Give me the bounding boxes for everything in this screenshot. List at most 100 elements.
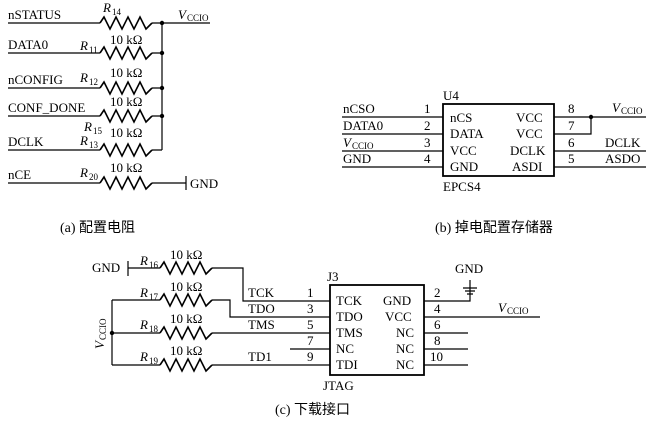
vccio-label-b: V — [612, 100, 622, 115]
ref-r17: R — [139, 285, 148, 300]
junction-dot — [159, 113, 165, 119]
ref-r18: R — [139, 317, 148, 332]
caption-a: (a) 配置电阻 — [60, 220, 135, 236]
pin-name-vcc: VCC — [385, 309, 412, 324]
ref-r11: R — [79, 38, 88, 53]
connector-body-jtag — [329, 284, 425, 376]
wires-left-b — [342, 116, 443, 168]
value-r12: 10 kΩ — [110, 65, 142, 80]
ref-r20: R — [79, 165, 88, 180]
pin-name-nc-8: NC — [396, 341, 414, 356]
chip-body-epcs4 — [442, 103, 555, 177]
resistor-r19 — [159, 357, 213, 373]
net-vccio-sub: CCIO — [352, 141, 374, 151]
junction-dot — [588, 114, 594, 120]
vccio-label-a: V — [178, 7, 188, 22]
connector-name-jtag: JTAG — [323, 378, 354, 393]
pin-name-data: DATA — [450, 126, 484, 141]
resistor-r14 — [99, 15, 153, 31]
pin-num-5: 5 — [307, 317, 314, 332]
pin-name-nc-10: NC — [396, 357, 414, 372]
gnd-label-c-top: GND — [455, 261, 483, 276]
pin-num-4: 4 — [424, 151, 431, 166]
ref-r17-sub: 17 — [149, 292, 159, 302]
ref-r16-sub: 16 — [149, 260, 159, 270]
ref-r19: R — [139, 349, 148, 364]
net-data0: DATA0 — [343, 118, 383, 133]
signal-nconfig: nCONFIG — [8, 72, 63, 87]
net-dclk: DCLK — [605, 135, 641, 150]
vccio-label-c-right: V — [498, 300, 508, 315]
chip-ref-u4: U4 — [443, 88, 459, 103]
value-r18: 10 kΩ — [170, 311, 202, 326]
signal-nce: nCE — [8, 167, 31, 182]
ref-r14: R — [102, 0, 111, 15]
pin-num-2: 2 — [424, 118, 431, 133]
value-r20: 10 kΩ — [110, 160, 142, 175]
value-r13: 10 kΩ — [110, 125, 142, 140]
vccio-sub-b: CCIO — [621, 106, 643, 116]
pin-num-4: 4 — [434, 301, 441, 316]
ref-r12: R — [79, 70, 88, 85]
signal-conf-done: CONF_DONE — [8, 100, 85, 115]
pin-num-5: 5 — [568, 151, 575, 166]
value-r16: 10 kΩ — [170, 247, 202, 262]
pin-name-vcc-7: VCC — [516, 126, 543, 141]
pin-num-3: 3 — [424, 135, 431, 150]
resistor-r13 — [99, 142, 153, 158]
ref-r19-sub: 19 — [149, 356, 159, 366]
wires-right-b — [554, 116, 646, 168]
resistor-r15 — [99, 108, 153, 124]
wire-pin2-gnd — [424, 288, 471, 302]
resistor-r12 — [99, 80, 153, 96]
ref-r13: R — [79, 133, 88, 148]
ref-r12-sub: 12 — [89, 77, 98, 87]
caption-c: (c) 下载接口 — [275, 401, 350, 418]
signal-nstatus: nSTATUS — [8, 7, 61, 22]
pin-num-1: 1 — [307, 285, 314, 300]
resistor-r20 — [99, 175, 153, 191]
ref-r11-sub: 11 — [89, 45, 98, 55]
pin-num-6: 6 — [568, 135, 575, 150]
net-tck: TCK — [248, 285, 275, 300]
net-tdo: TDO — [248, 301, 275, 316]
pin-name-gnd: GND — [383, 293, 411, 308]
gnd-label-c-left: GND — [92, 260, 120, 275]
junction-dot — [159, 20, 165, 26]
net-asdo: ASDO — [605, 151, 640, 166]
ref-r16: R — [139, 253, 148, 268]
value-r19: 10 kΩ — [170, 343, 202, 358]
pin-name-tdo: TDO — [336, 309, 363, 324]
ref-r15: R — [83, 119, 92, 134]
net-gnd: GND — [343, 151, 371, 166]
pin-num-6: 6 — [434, 317, 441, 332]
value-r15: 10 kΩ — [110, 94, 142, 109]
pin-name-nc-6: NC — [396, 325, 414, 340]
resistor-r17 — [159, 292, 213, 308]
wire-tdo — [112, 299, 330, 318]
panel-b-epcs4: U4 EPCS4 nCSO DATA0 V CCIO GND 1 2 3 4 n… — [342, 88, 646, 236]
pin-name-ncs: nCS — [450, 110, 472, 125]
pin-name-asdi: ASDI — [512, 159, 542, 174]
ref-r14-sub: 14 — [112, 7, 122, 17]
pin-num-7: 7 — [307, 333, 314, 348]
signal-dclk: DCLK — [8, 134, 44, 149]
vccio-label-c: V — [92, 339, 107, 349]
net-tms: TMS — [248, 317, 275, 332]
pin-num-1: 1 — [424, 101, 431, 116]
ref-r15-sub: 15 — [93, 126, 103, 136]
ref-r13-sub: 13 — [89, 140, 99, 150]
pin-num-10: 10 — [430, 349, 443, 364]
net-vccio: V — [343, 135, 353, 150]
pin-num-2: 2 — [434, 285, 441, 300]
pin-name-tck: TCK — [336, 293, 363, 308]
pin-num-8: 8 — [434, 333, 441, 348]
value-r17: 10 kΩ — [170, 279, 202, 294]
value-r11: 10 kΩ — [110, 32, 142, 47]
pin-name-dclk: DCLK — [510, 143, 546, 158]
wires-nc-right — [424, 332, 468, 366]
net-td1: TD1 — [248, 349, 272, 364]
panel-c-jtag: GND V CCIO R 16 10 kΩ R 17 10 kΩ R 18 10… — [92, 247, 540, 418]
junction-dot — [159, 50, 165, 56]
